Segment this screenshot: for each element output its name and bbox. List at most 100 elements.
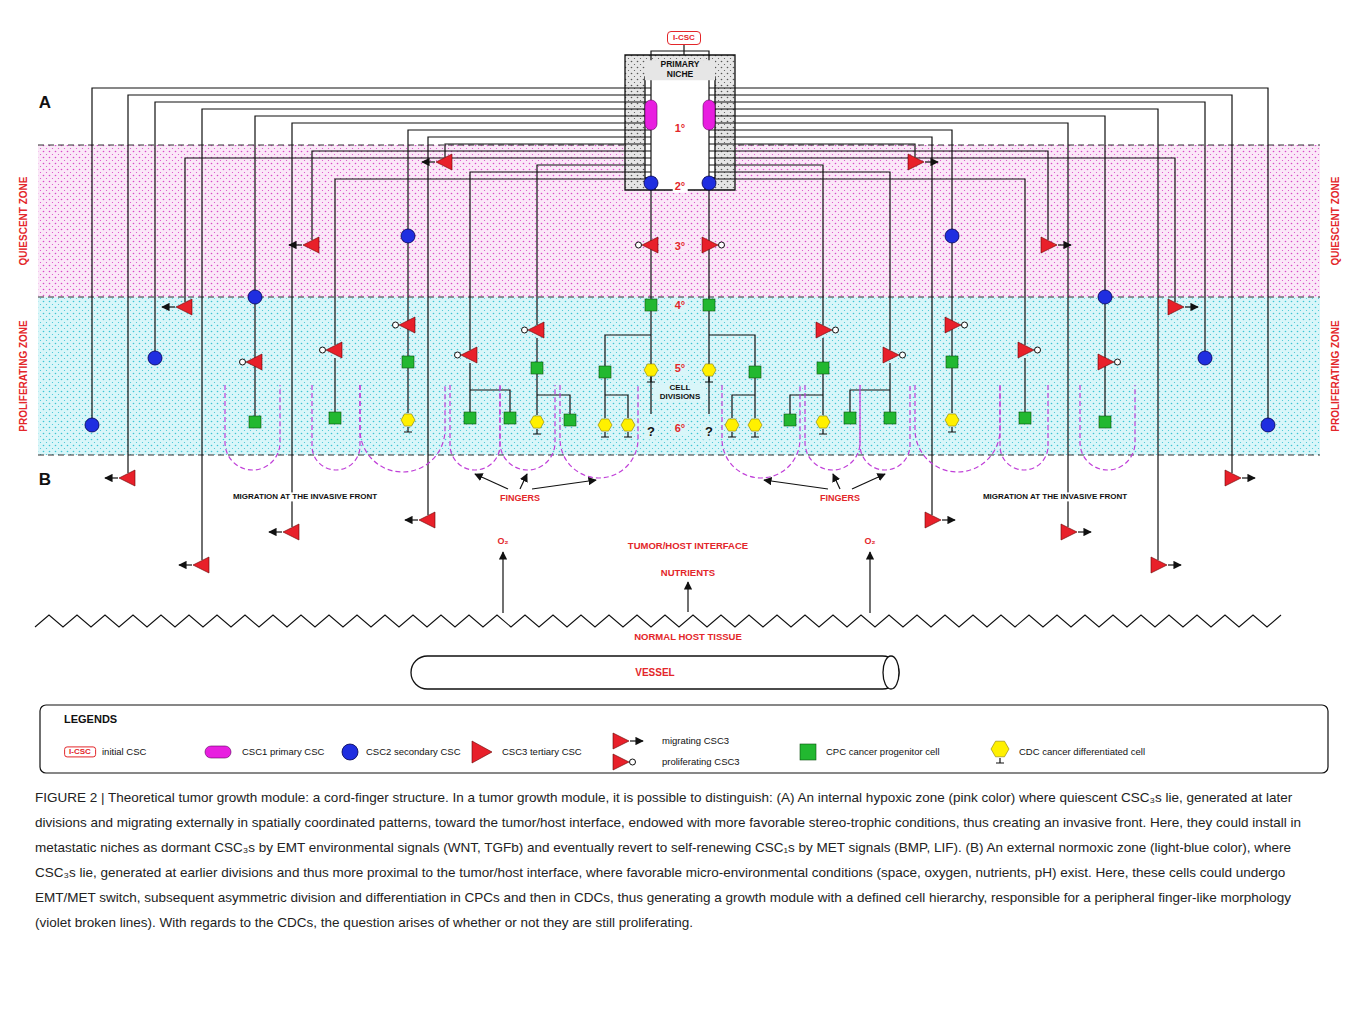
cdc-cell [530, 416, 544, 428]
legend-text: CSC3 tertiary CSC [500, 747, 584, 758]
finger-outline [450, 385, 500, 470]
lineage-line [822, 338, 823, 415]
lineage-line [428, 137, 651, 515]
cdc-tick [728, 432, 736, 437]
lineage-line [470, 172, 651, 350]
proliferating-csc3 [1098, 354, 1114, 370]
proliferation-mark [1035, 347, 1041, 353]
migration-arrow [422, 161, 435, 162]
migration-arrow [269, 531, 282, 532]
proliferating-csc3 [399, 317, 415, 333]
legend-swatch [991, 741, 1009, 757]
proliferation-mark [719, 242, 725, 248]
cpc-cell [1099, 416, 1111, 428]
oxygen-arrow [502, 552, 503, 613]
legend-box [40, 705, 1328, 773]
migrating-csc3 [1225, 470, 1241, 486]
migration-arrow [630, 740, 643, 741]
proliferation-mark [455, 352, 461, 358]
csc2-cell [702, 176, 716, 190]
nutrient-arrow [687, 582, 688, 612]
signal-label: O₂ [863, 536, 878, 546]
migrating-csc3 [176, 299, 192, 315]
csc2-cell [644, 176, 658, 190]
lineage-line [537, 395, 570, 414]
lineage-line [889, 363, 890, 412]
region-label: FINGERS [818, 493, 862, 503]
region-label: FINGERS [498, 493, 542, 503]
cdc-cell [598, 419, 612, 431]
csc2-cell [945, 229, 959, 243]
text-slot: 3° [673, 240, 688, 253]
node-text: PRIMARY NICHE [645, 60, 715, 80]
cpc-cell [817, 362, 829, 374]
cpc-cell [645, 299, 657, 311]
migrating-csc3 [419, 512, 435, 528]
proliferating-csc3 [613, 754, 629, 770]
proliferating-csc3 [702, 237, 718, 253]
legend-swatch [800, 744, 816, 760]
text-slot: CDC cancer differentiated cell [1017, 747, 1147, 758]
text-slot: LEGENDS [62, 713, 119, 726]
migrating-csc3 [283, 524, 299, 540]
cpc-cell [844, 412, 856, 424]
text-slot: TUMOR/HOST INTERFACE [626, 541, 750, 552]
proliferation-mark [833, 327, 839, 333]
legend-swatch [342, 744, 358, 760]
lineage-line [537, 165, 651, 325]
cdc-tick [601, 432, 609, 437]
legend-text: CSC1 primary CSC [240, 747, 326, 758]
cdc-tick [948, 427, 956, 432]
cpc-cell [946, 356, 958, 368]
proliferating-csc3 [1018, 342, 1034, 358]
proliferating-csc3 [246, 354, 262, 370]
lineage-line [790, 395, 823, 414]
zone-boundary [38, 455, 1320, 456]
division-number: 1° [673, 122, 688, 135]
connector [683, 45, 684, 55]
legend-swatch [472, 741, 492, 763]
lineage-line [255, 116, 651, 290]
text-slot: PROLIFERATING ZONE [18, 318, 30, 433]
text-slot: 6° [673, 422, 688, 435]
lineage-line [709, 116, 1105, 290]
division-number: 5° [673, 362, 688, 375]
legend-text: proliferating CSC3 [660, 757, 742, 768]
text-slot: B [37, 470, 53, 490]
proliferating-csc3 [816, 322, 832, 338]
migrating-csc3 [613, 733, 629, 749]
pointer-arrow [532, 480, 596, 489]
cpc-cell [329, 412, 341, 424]
tumor-host-boundary [35, 615, 1281, 627]
cpc-cell [749, 366, 761, 378]
legend-swatch [205, 746, 231, 758]
text-slot: O₂ [863, 536, 878, 546]
vessel-cylinder: VESSEL [410, 655, 900, 690]
text-slot: O₂ [496, 536, 511, 546]
text-slot: FIGURE 2 | Theoretical tumor growth modu… [35, 785, 1322, 935]
finger-outline [225, 385, 280, 470]
panel-letter: A [37, 93, 53, 113]
text-slot: VESSEL [633, 667, 676, 679]
text-slot: MIGRATION AT THE INVASIVE FRONT [981, 492, 1129, 501]
cdc-cell [644, 364, 658, 376]
finger-outline [722, 385, 800, 478]
cdc-tick [996, 758, 1004, 763]
lineage-line [709, 137, 932, 515]
text-slot: CSC2 secondary CSC [364, 747, 463, 758]
finger-outline [915, 385, 1000, 472]
pointer-arrow [520, 474, 527, 489]
text-slot: FINGERS [498, 493, 542, 503]
proliferating-csc3 [945, 317, 961, 333]
text-slot: NORMAL HOST TISSUE [632, 632, 744, 643]
migrating-csc3 [1168, 299, 1184, 315]
legend-text: initial CSC [100, 747, 148, 758]
text-slot: 1° [673, 122, 688, 135]
migrating-csc3 [1061, 524, 1077, 540]
quiescent-zone-band: QUIESCENT ZONEQUIESCENT ZONE [38, 145, 1320, 297]
csc2-cell [1098, 290, 1112, 304]
lineage-line [709, 151, 1048, 240]
text-slot: PRIMARY NICHE [645, 60, 715, 80]
